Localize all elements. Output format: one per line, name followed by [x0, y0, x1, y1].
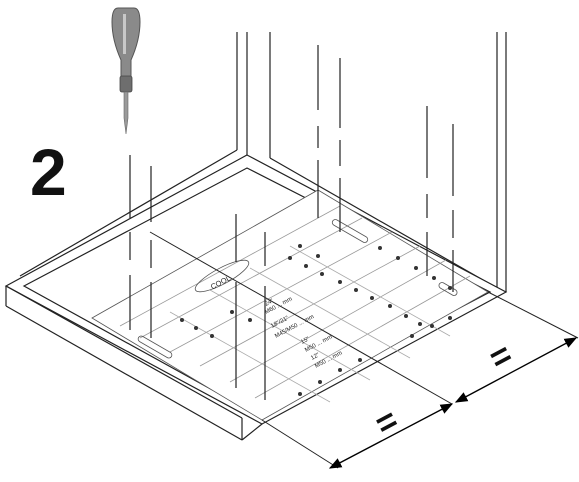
left-dimension-arrow — [328, 403, 454, 469]
left-equal-sign: = — [369, 401, 404, 444]
right-dimension-arrow — [454, 337, 578, 403]
drill-guide-lines — [129, 45, 454, 400]
center-guide-lines — [149, 231, 579, 469]
size-12-label: 12" — [310, 352, 321, 361]
step-number: 2 — [30, 135, 67, 209]
template-hole-marks — [180, 244, 452, 396]
size-24-label: 24" — [264, 298, 275, 307]
equal-spacing-arrows — [328, 337, 578, 469]
screwdriver-icon — [111, 7, 141, 135]
size-15-label: 15" — [300, 336, 311, 345]
